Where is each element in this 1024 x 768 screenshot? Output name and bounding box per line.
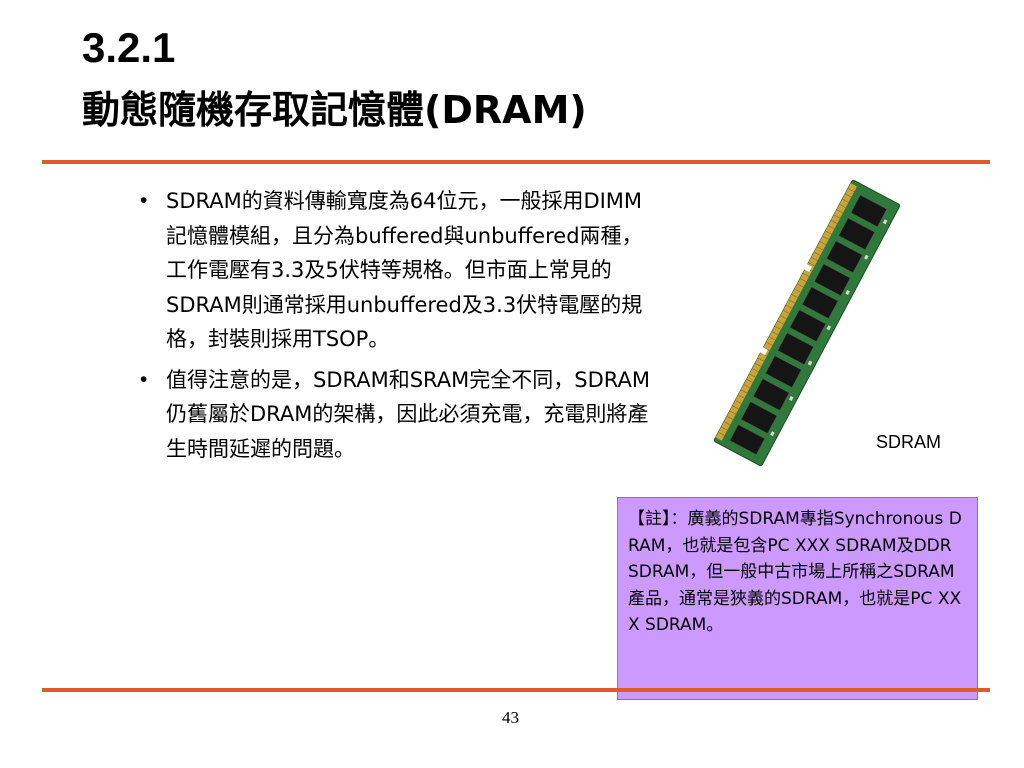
note-text: 【註】：廣義的SDRAM專指Synchronous DRAM，也就是包含PC X… xyxy=(628,509,962,635)
top-divider xyxy=(42,160,990,164)
bullet-list: SDRAM的資料傳輸寬度為64位元，一般採用DIMM記憶體模組，且分為buffe… xyxy=(138,184,658,472)
slide-title: 動態隨機存取記憶體(DRAM) xyxy=(82,88,587,132)
sdram-module-icon xyxy=(713,179,901,467)
bottom-divider xyxy=(42,688,990,692)
note-box: 【註】：廣義的SDRAM專指Synchronous DRAM，也就是包含PC X… xyxy=(617,497,978,700)
bullet-text: 值得注意的是，SDRAM和SRAM完全不同，SDRAM仍舊屬於DRAM的架構，因… xyxy=(166,367,651,461)
slide-title-number: 3.2.1 xyxy=(82,24,176,71)
page-number: 43 xyxy=(502,708,519,727)
bullet-text: SDRAM的資料傳輸寬度為64位元，一般採用DIMM記憶體模組，且分為buffe… xyxy=(166,189,643,351)
image-caption: SDRAM xyxy=(876,432,942,452)
bullet-item: 值得注意的是，SDRAM和SRAM完全不同，SDRAM仍舊屬於DRAM的架構，因… xyxy=(138,363,658,467)
bullet-item: SDRAM的資料傳輸寬度為64位元，一般採用DIMM記憶體模組，且分為buffe… xyxy=(138,184,658,357)
sdram-module-image xyxy=(712,178,902,468)
